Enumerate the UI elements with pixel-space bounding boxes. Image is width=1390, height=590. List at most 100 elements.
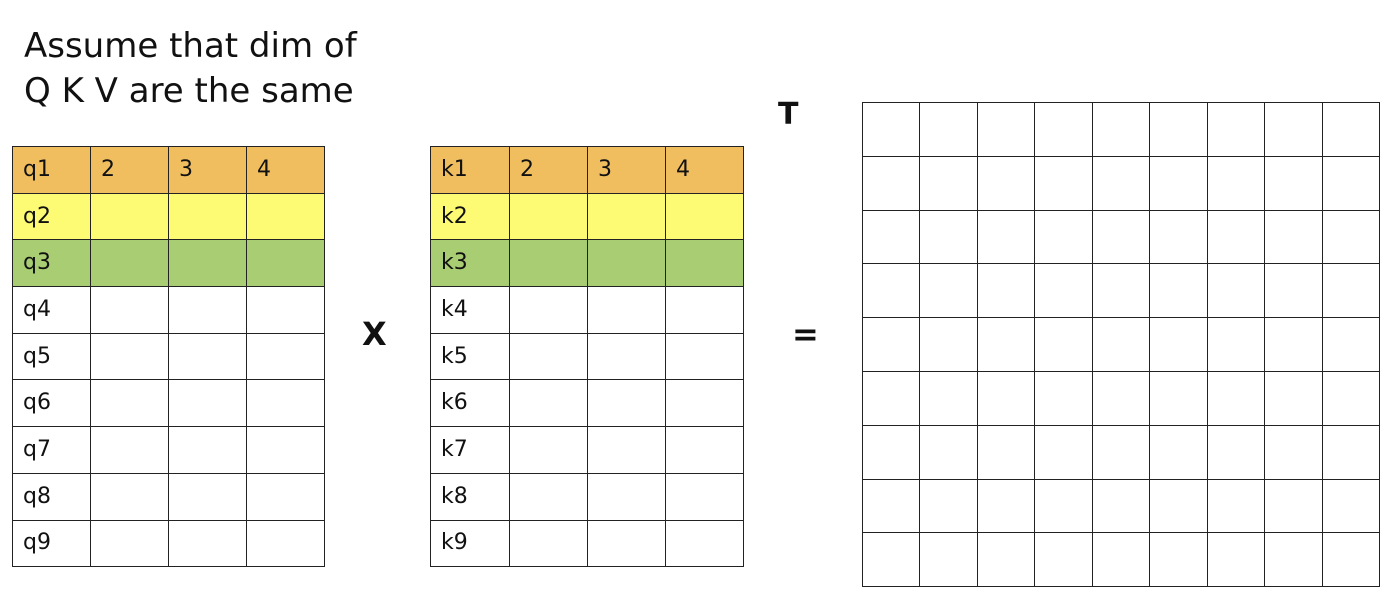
attention-score-matrix [861, 102, 1380, 588]
query-matrix-row-label: q9 [12, 519, 91, 568]
result-cell [1034, 424, 1093, 480]
result-cell [1264, 155, 1323, 211]
query-matrix-row-label: q2 [12, 192, 91, 241]
key-matrix-row: k8 [430, 472, 744, 521]
result-cell [1091, 478, 1151, 534]
query-matrix-cell [90, 332, 169, 381]
caption-line-1: Assume that dim of [24, 26, 357, 66]
result-cell [976, 478, 1036, 534]
result-cell [861, 478, 921, 534]
key-matrix-cell [509, 379, 588, 428]
query-matrix-row: q8 [12, 472, 325, 521]
query-matrix-cell [90, 379, 169, 428]
key-matrix-cell [509, 192, 588, 241]
result-cell [919, 317, 978, 372]
result-cell [1149, 102, 1208, 157]
key-matrix-cell [665, 426, 744, 474]
query-matrix-cell [168, 426, 247, 474]
key-matrix-row-label: k1 [430, 146, 510, 194]
key-matrix-row-label: k4 [430, 286, 510, 334]
key-matrix-row-label: k9 [430, 519, 510, 568]
result-cell [1091, 370, 1151, 426]
query-matrix-cell [168, 239, 247, 288]
result-cell [919, 263, 978, 319]
result-cell [1321, 424, 1380, 480]
result-cell [1321, 263, 1380, 319]
result-cell [1321, 532, 1380, 588]
result-cell [1091, 317, 1151, 372]
query-matrix-cell [90, 472, 169, 521]
result-cell [1149, 424, 1208, 480]
query-matrix-cell [168, 332, 247, 381]
query-matrix-cell [168, 379, 247, 428]
key-matrix-cell [587, 286, 666, 334]
query-matrix-cell [168, 286, 247, 334]
result-cell [1149, 370, 1208, 426]
key-matrix-column-index: 4 [665, 146, 744, 194]
key-matrix-cell [587, 332, 666, 381]
result-cell [861, 155, 921, 211]
result-cell [1321, 209, 1380, 265]
key-matrix-row-label: k5 [430, 332, 510, 381]
query-matrix-cell [246, 426, 325, 474]
result-cell [1264, 478, 1323, 534]
result-cell [1034, 532, 1093, 588]
result-cell [861, 102, 921, 157]
key-matrix-cell [665, 239, 744, 288]
query-matrix-row-label: q6 [12, 379, 91, 428]
result-cell [919, 155, 978, 211]
query-matrix-cell [246, 332, 325, 381]
result-cell [919, 532, 978, 588]
query-matrix-row: q7 [12, 426, 325, 474]
key-matrix-cell [509, 239, 588, 288]
result-cell [1206, 370, 1266, 426]
result-cell [1149, 155, 1208, 211]
key-matrix-column-index: 3 [587, 146, 666, 194]
result-cell [861, 532, 921, 588]
key-matrix-cell [509, 519, 588, 568]
multiply-sign: X [362, 315, 387, 353]
query-matrix-cell [168, 472, 247, 521]
result-cell [1206, 317, 1266, 372]
key-matrix-cell [587, 426, 666, 474]
key-matrix-cell [665, 519, 744, 568]
result-cell [1321, 478, 1380, 534]
result-cell [1034, 209, 1093, 265]
result-cell [1149, 209, 1208, 265]
result-cell [976, 102, 1036, 157]
result-cell [861, 370, 921, 426]
result-cell [1264, 209, 1323, 265]
result-cell [1206, 478, 1266, 534]
key-matrix-cell [509, 286, 588, 334]
query-matrix-column-index: 4 [246, 146, 325, 194]
result-cell [1206, 155, 1266, 211]
result-row [861, 155, 1380, 211]
result-cell [919, 424, 978, 480]
query-matrix-row: q6 [12, 379, 325, 428]
query-matrix-row-label: q1 [12, 146, 91, 194]
result-cell [1091, 532, 1151, 588]
result-cell [1034, 102, 1093, 157]
query-matrix-cell [90, 519, 169, 568]
result-cell [1149, 478, 1208, 534]
key-matrix-row: k6 [430, 379, 744, 428]
query-matrix-row: q4 [12, 286, 325, 334]
result-row [861, 370, 1380, 426]
result-cell [1321, 155, 1380, 211]
result-cell [919, 478, 978, 534]
result-row [861, 263, 1380, 319]
result-cell [1206, 424, 1266, 480]
key-matrix-row: k9 [430, 519, 744, 568]
key-matrix-row-label: k8 [430, 472, 510, 521]
key-matrix-cell [509, 472, 588, 521]
query-matrix-cell [246, 472, 325, 521]
result-cell [861, 317, 921, 372]
result-cell [1034, 155, 1093, 211]
key-matrix-row: k7 [430, 426, 744, 474]
key-matrix-cell [509, 426, 588, 474]
result-row [861, 532, 1380, 588]
result-row [861, 102, 1380, 157]
